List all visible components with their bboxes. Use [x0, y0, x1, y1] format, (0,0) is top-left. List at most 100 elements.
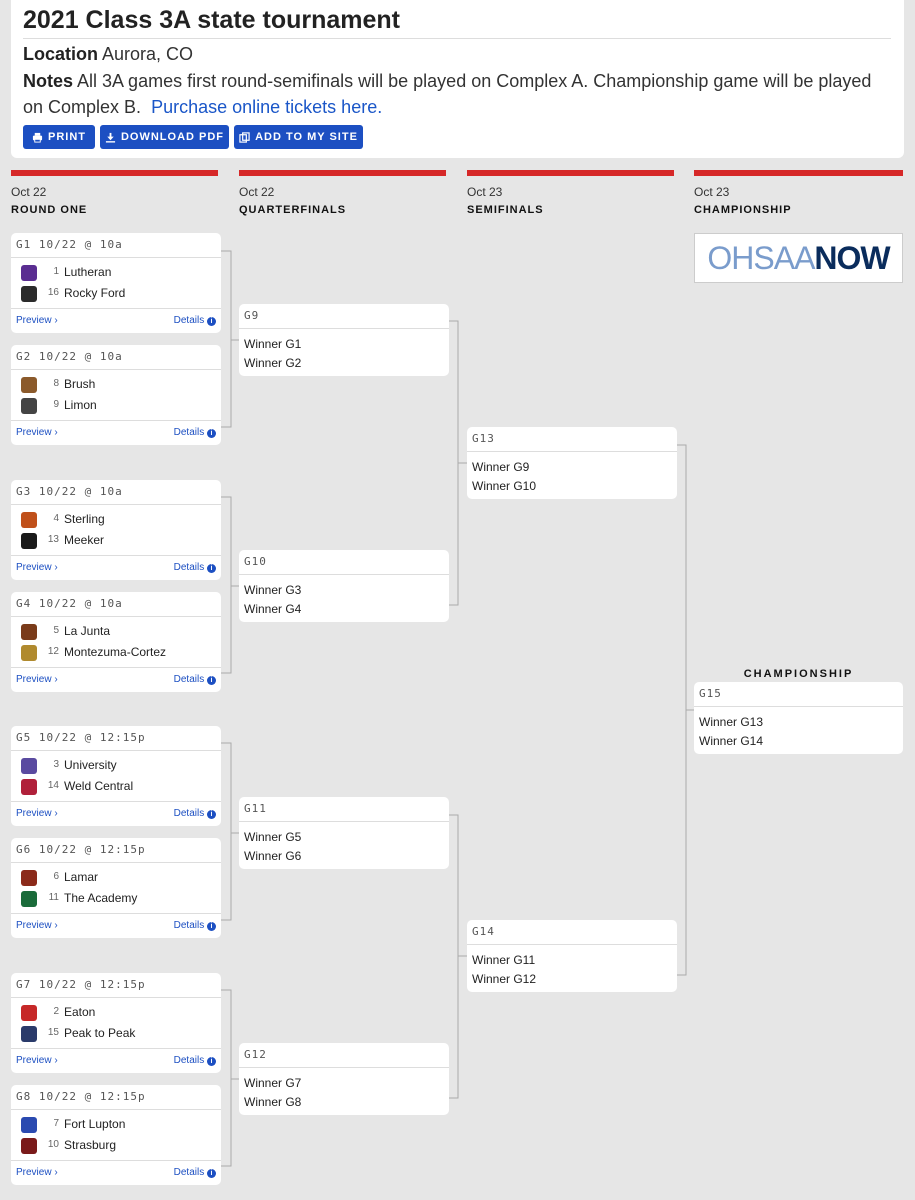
team-seed: 10 [47, 1139, 59, 1150]
game-id: G9 [239, 304, 449, 329]
winner-line: Winner G2 [244, 356, 302, 370]
preview-link[interactable]: Preview › [16, 1055, 58, 1066]
game-info: G7 10/22 @ 12:15p [11, 973, 221, 998]
team-logo-icon [21, 645, 37, 661]
details-link[interactable]: Details i [174, 562, 216, 573]
column-name: CHAMPIONSHIP [694, 204, 792, 216]
team-name: Weld Central [64, 779, 134, 793]
championship-game-card[interactable]: G15 Winner G13 Winner G14 [694, 682, 903, 754]
game-info: G1 10/22 @ 10a [11, 233, 221, 258]
preview-link[interactable]: Preview › [16, 427, 58, 438]
team-logo-icon [21, 891, 37, 907]
team-name: University [64, 758, 117, 772]
game-info: G2 10/22 @ 10a [11, 345, 221, 370]
card-footer: Preview › Details i [11, 801, 221, 826]
download-pdf-button[interactable]: DOWNLOAD PDF [100, 125, 229, 149]
team-seed: 1 [53, 266, 59, 277]
preview-link[interactable]: Preview › [16, 1167, 58, 1178]
team-seed: 12 [47, 646, 59, 657]
preview-link[interactable]: Preview › [16, 920, 58, 931]
team-name: Fort Lupton [64, 1117, 126, 1131]
details-link[interactable]: Details i [174, 808, 216, 819]
details-link[interactable]: Details i [174, 920, 216, 931]
column-name: QUARTERFINALS [239, 204, 347, 216]
team-logo-icon [21, 624, 37, 640]
team-name: Peak to Peak [64, 1026, 136, 1040]
team-seed: 6 [53, 871, 59, 882]
team-logo-icon [21, 265, 37, 281]
add-to-site-button[interactable]: ADD TO MY SITE [234, 125, 363, 149]
team-name: Strasburg [64, 1138, 117, 1152]
winner-line: Winner G1 [244, 337, 302, 351]
info-icon: i [207, 317, 216, 326]
winner-line: Winner G6 [244, 849, 302, 863]
team-seed: 9 [53, 399, 59, 410]
details-link[interactable]: Details i [174, 315, 216, 326]
game-id: G13 [467, 427, 677, 452]
preview-link[interactable]: Preview › [16, 562, 58, 573]
winner-line: Winner G11 [472, 953, 536, 967]
details-link[interactable]: Details i [174, 1055, 216, 1066]
info-icon: i [207, 676, 216, 685]
preview-link[interactable]: Preview › [16, 674, 58, 685]
details-label: Details [173, 808, 205, 819]
team-seed: 3 [53, 759, 59, 770]
championship-label: CHAMPIONSHIP [743, 668, 854, 680]
tickets-link[interactable]: Purchase online tickets here. [151, 97, 383, 117]
team-logo-icon [21, 1138, 37, 1154]
preview-link[interactable]: Preview › [16, 315, 58, 326]
details-label: Details [173, 427, 205, 438]
winner-line: Winner G8 [244, 1095, 302, 1109]
team-logo-icon [21, 1117, 37, 1133]
team-seed: 5 [53, 625, 59, 636]
team-name: Rocky Ford [64, 286, 126, 300]
game-info: G4 10/22 @ 10a [11, 592, 221, 617]
winner-line: Winner G10 [472, 479, 537, 493]
print-button[interactable]: PRINT [23, 125, 95, 149]
details-link[interactable]: Details i [174, 674, 216, 685]
location-label: Location [23, 44, 98, 64]
team-logo-icon [21, 286, 37, 302]
card-footer: Preview › Details i [11, 308, 221, 333]
print-icon [32, 132, 43, 143]
column-name: ROUND ONE [11, 204, 88, 216]
winner-line: Winner G12 [472, 972, 537, 986]
details-link[interactable]: Details i [174, 427, 216, 438]
winner-line: Winner G7 [244, 1076, 302, 1090]
team-seed: 7 [53, 1118, 59, 1129]
preview-link[interactable]: Preview › [16, 808, 58, 819]
details-link[interactable]: Details i [174, 1167, 216, 1178]
info-icon: i [207, 1057, 216, 1066]
team-row[interactable]: 3 University [11, 756, 221, 776]
team-row[interactable]: 10 Strasburg [11, 1136, 221, 1156]
team-row[interactable]: 7 Fort Lupton [11, 1115, 221, 1135]
